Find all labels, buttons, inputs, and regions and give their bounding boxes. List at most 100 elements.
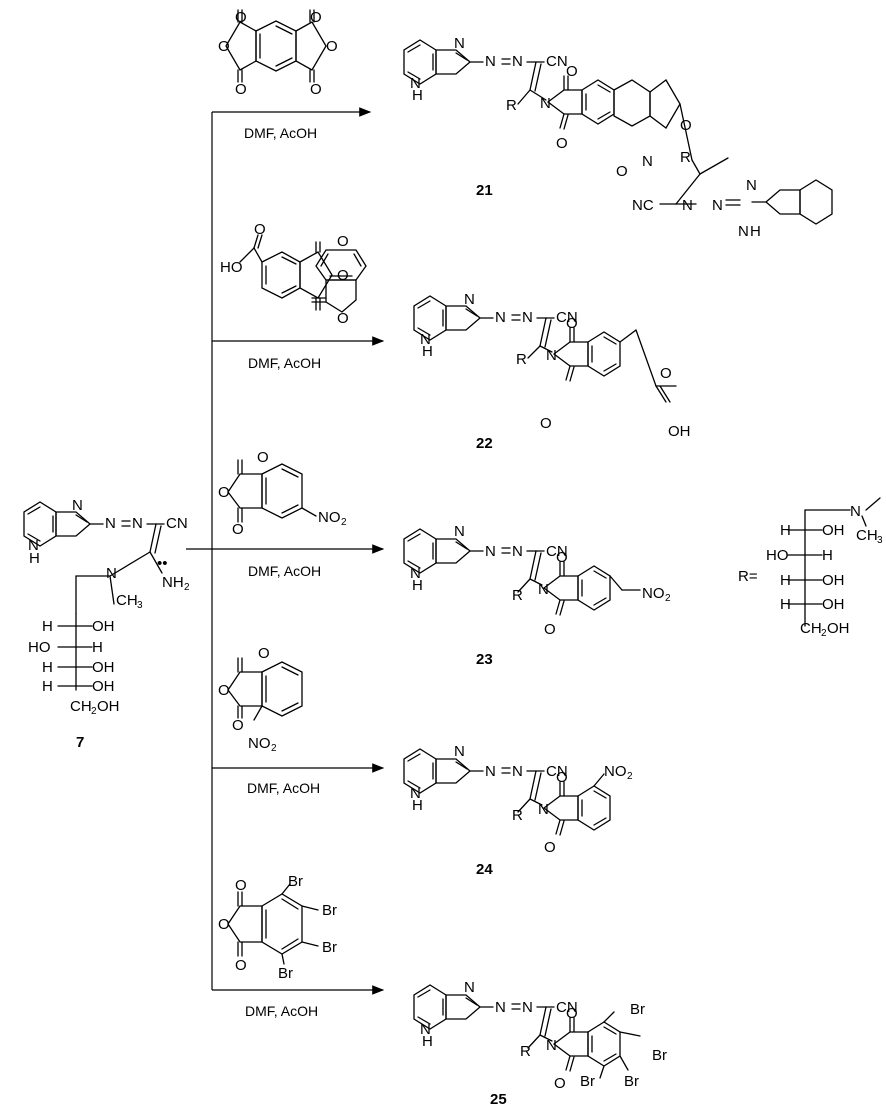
p21-nh: N: [410, 75, 421, 92]
p21-r2: R: [680, 149, 691, 166]
sm-ch3: CH: [116, 592, 138, 609]
p25-cn: CN: [556, 999, 578, 1016]
r24-no-sub: 2: [271, 743, 277, 754]
sm-ch2oh: CH: [70, 698, 92, 715]
p21-h2: H: [750, 223, 761, 240]
sm-ho2: HO: [28, 639, 51, 656]
p25-azo1: N: [495, 999, 506, 1016]
reagent-25: O O O Br Br Br Br: [218, 873, 337, 982]
r24-o3: O: [232, 717, 244, 734]
p23-imn: N: [538, 581, 549, 598]
r21-o5: O: [235, 81, 247, 98]
product-25: N N H N N CN R N O O Br Br Br Br 25: [413, 979, 667, 1108]
rg-n: N: [850, 503, 861, 520]
p22-azo2: N: [522, 309, 533, 326]
p22-oh: OH: [668, 423, 691, 440]
sm-oh3: OH: [92, 659, 115, 676]
p22-o3: O: [660, 365, 672, 382]
r22-o3: O: [337, 310, 349, 327]
p21-n2: N: [746, 177, 757, 194]
p24-no-sub: 2: [627, 771, 633, 782]
p21-n1: N: [454, 35, 465, 52]
r21-o6: O: [310, 81, 322, 98]
sm-oh1: OH: [92, 618, 115, 635]
r25-br3: Br: [322, 939, 337, 956]
p22-azo1: N: [495, 309, 506, 326]
sm-nh2-sub: 2: [184, 582, 190, 593]
r25-br4: Br: [278, 965, 293, 982]
sm-nh2: NH: [162, 574, 184, 591]
sm-ch2oh-oh: OH: [97, 698, 120, 715]
p22-o2: O: [540, 415, 552, 432]
sm-lone-pair: ••: [157, 555, 168, 572]
sm-cn: CN: [166, 515, 188, 532]
p25-azo2: N: [522, 999, 533, 1016]
p25-imn: N: [546, 1037, 557, 1054]
p24-o2: O: [544, 839, 556, 856]
compound-7-label: 7: [76, 734, 84, 751]
p23-n1: N: [454, 523, 465, 540]
sm-n1: N: [72, 497, 83, 514]
p24-imn: N: [538, 801, 549, 818]
sm-ch3-sub: 3: [137, 600, 143, 611]
p25-nh: N: [420, 1021, 431, 1038]
conditions-21: DMF, AcOH: [244, 125, 317, 141]
p21-azo2: N: [512, 53, 523, 70]
rg-ch2oh-oh: OH: [827, 620, 850, 637]
p21-h1: H: [412, 87, 423, 104]
p23-o2: O: [544, 621, 556, 638]
p21-imn2: N: [642, 153, 653, 170]
p24-h: H: [412, 797, 423, 814]
p21-azo3: N: [682, 197, 693, 214]
r22-o1: O: [337, 233, 349, 250]
r21-o1: O: [235, 9, 247, 26]
r24-o2: O: [218, 682, 230, 699]
p22-cn: CN: [556, 309, 578, 326]
r25-br1: Br: [288, 873, 303, 890]
r21-o4: O: [326, 38, 338, 55]
r22-ho: HO: [220, 259, 243, 276]
conditions-22: DMF, AcOH: [248, 355, 321, 371]
p23-no-sub: 2: [665, 593, 671, 604]
p25-r: R: [520, 1043, 531, 1060]
conditions-24: DMF, AcOH: [247, 780, 320, 796]
p25-br1: Br: [630, 1001, 645, 1018]
p24-azo2: N: [512, 763, 523, 780]
rg-ch2oh-sub: 2: [821, 628, 827, 639]
p21-nc: NC: [632, 197, 654, 214]
rg-ch3-sub: 3: [877, 535, 883, 546]
conditions-25: DMF, AcOH: [245, 1003, 318, 1019]
p25-br2: Br: [652, 1047, 667, 1064]
p24-o1: O: [556, 769, 568, 786]
p21-cn1: CN: [546, 53, 568, 70]
r25-o2: O: [218, 916, 230, 933]
r23-o2: O: [218, 484, 230, 501]
p22-imn: N: [546, 347, 557, 364]
p22-nh: N: [420, 331, 431, 348]
p22-r: R: [516, 351, 527, 368]
product-23: N N H N N CN R N O O NO 2 23: [403, 523, 671, 668]
product-22: N N H N N CN R N O O O OH 22: [413, 291, 691, 452]
rg-h2: H: [822, 547, 833, 564]
r24-o1: O: [258, 645, 270, 662]
branch-arrows: DMF, AcOH DMF, AcOH DMF, AcOH DMF, AcOH …: [186, 107, 385, 1019]
p23-cn: CN: [546, 543, 568, 560]
sm-h3: H: [42, 659, 53, 676]
starting-material-7: N N H N N CN NH 2 •• N CH 3 H OH HO H H …: [23, 497, 190, 751]
p21-azo4: N: [712, 197, 723, 214]
sm-nh-n: N: [28, 537, 39, 554]
sm-h2: H: [92, 639, 103, 656]
sm-oh4: OH: [92, 678, 115, 695]
p25-o2: O: [554, 1075, 566, 1092]
p25-o1: O: [566, 1005, 578, 1022]
p24-nh: N: [410, 785, 421, 802]
compound-23-label: 23: [476, 651, 493, 668]
reagent-24: O O O NO 2: [218, 645, 303, 754]
p24-no: NO: [604, 763, 627, 780]
rg-oh3: OH: [822, 572, 845, 589]
rg-h3: H: [780, 572, 791, 589]
p21-o1: O: [566, 63, 578, 80]
p25-h: H: [422, 1033, 433, 1050]
r22-o4: O: [254, 221, 266, 238]
p23-h: H: [412, 577, 423, 594]
